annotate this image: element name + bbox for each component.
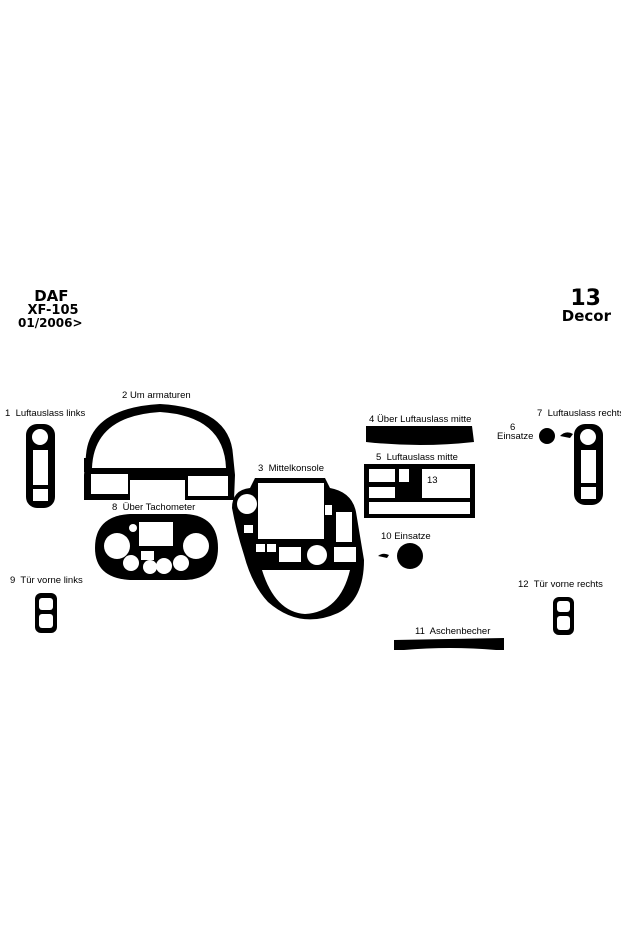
part-label-3: 3 Mittelkonsole — [258, 463, 325, 474]
part-label-7: 7 Luftauslass rechts — [537, 408, 621, 419]
part-10-inserts — [378, 543, 423, 569]
brand-name: DAF — [34, 287, 69, 305]
part-1-vent-left — [26, 424, 55, 508]
part-label-11: 11 Aschenbecher — [415, 626, 491, 637]
part-7-vent-right — [574, 424, 603, 505]
part-label-8: 8 Über Tachometer — [112, 502, 196, 513]
part-label-2: 2 Um armaturen — [122, 390, 191, 401]
part-label-6-name: Einsatze — [497, 431, 534, 442]
model-name: XF-105 — [27, 303, 79, 318]
part-label-4: 4 Über Luftauslass mitte — [369, 414, 472, 425]
part-5-center-vent — [364, 464, 475, 518]
part-6-inserts — [539, 428, 573, 444]
part-label-12: 12 Tür vorne rechts — [518, 579, 603, 590]
part-9-door-front-left — [35, 593, 57, 633]
part-label-6-num: 6 — [510, 422, 516, 433]
inset-number-label: 13 — [427, 475, 438, 486]
part-2-instrument-surround — [84, 404, 235, 500]
decor-number: 13 — [570, 286, 601, 311]
part-label-5: 5 Luftauslass mitte — [376, 452, 458, 463]
part-12-door-front-right — [553, 597, 574, 635]
part-3-center-console — [232, 478, 364, 620]
part-label-10: 10 Einsatze — [381, 531, 431, 542]
model-date: 01/2006> — [18, 316, 83, 330]
part-4-over-center-vent — [366, 426, 474, 445]
part-8-over-tachometer — [95, 514, 218, 580]
part-11-ashtray — [394, 638, 504, 650]
part-label-1: 1 Luftauslass links — [5, 408, 86, 419]
vehicle-header: DAF XF-105 01/2006> — [18, 287, 83, 330]
part-label-9: 9 Tür vorne links — [10, 575, 83, 586]
decor-label: Decor — [561, 307, 611, 325]
